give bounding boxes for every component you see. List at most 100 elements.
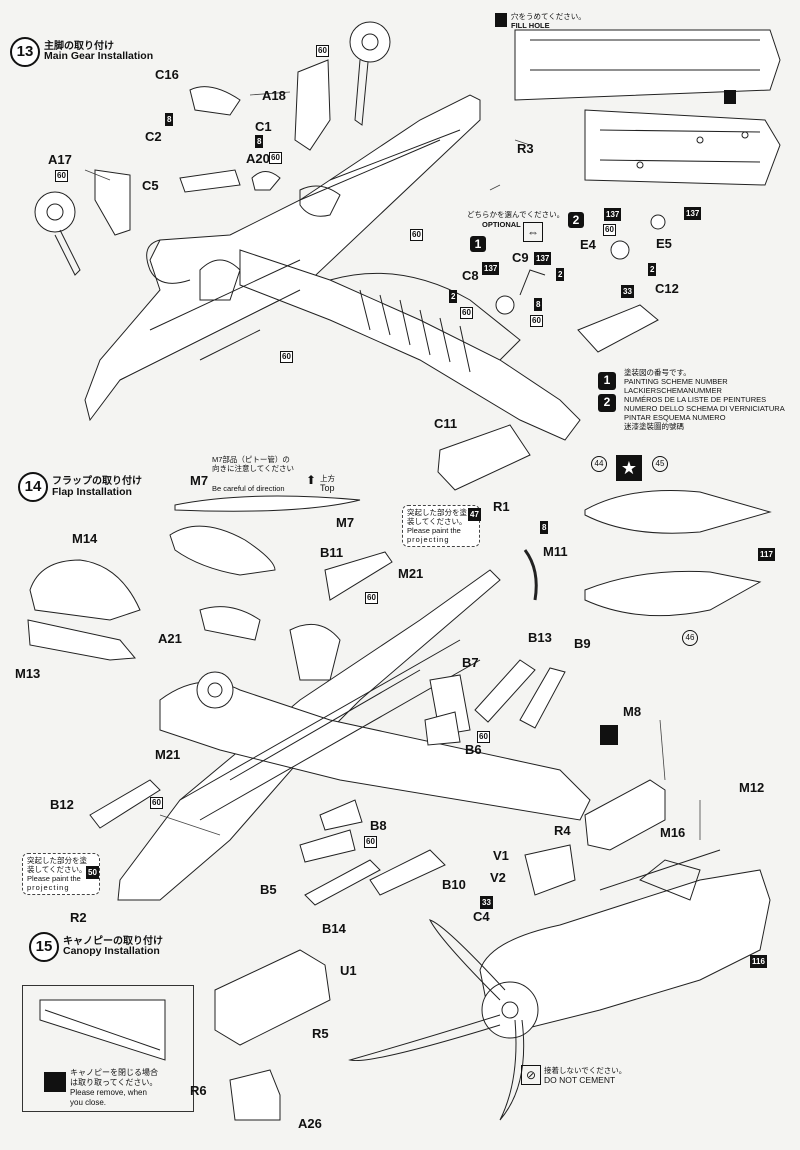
part-m21-b: M21: [155, 747, 181, 762]
part-m7-b: M7: [336, 515, 355, 530]
color-box: 8: [255, 135, 264, 148]
part-b9: B9: [574, 636, 591, 651]
color-box: 60: [530, 315, 543, 327]
m7-note-en: Be careful of direction: [212, 484, 285, 493]
decal-number: 46: [682, 630, 698, 646]
arrow-up-icon: ⬆: [306, 473, 317, 487]
canopy-note-en1: Please remove, when: [70, 1088, 147, 1097]
canopy-inset: [22, 985, 194, 1112]
decal-number: 44: [591, 456, 607, 472]
star-icon: ★: [616, 455, 642, 481]
scheme-1-badge: 1: [598, 372, 616, 390]
part-r5: R5: [312, 1026, 329, 1041]
part-e5: E5: [656, 236, 672, 251]
option-2-badge: 2: [568, 212, 584, 228]
leader-lines: [84, 91, 701, 840]
part-a21: A21: [158, 631, 182, 646]
part-c8: C8: [462, 268, 479, 283]
do-not-cement-jp: 接着しないでください。: [544, 1066, 627, 1075]
color-box: 60: [603, 224, 616, 236]
color-box: 60: [410, 229, 423, 241]
color-box: 60: [364, 836, 377, 848]
callout-50-en1: Please paint the: [27, 874, 81, 883]
canopy-note-jp1: キャノピーを閉じる場合: [70, 1068, 158, 1077]
callout-47-en1: Please paint the: [407, 526, 461, 535]
m7-top-en: Top: [320, 483, 335, 493]
part-m14: M14: [72, 531, 98, 546]
scheme-jp: 塗装図の番号です。: [624, 368, 691, 377]
step-14-badge: 14: [18, 472, 48, 502]
color-box: 33: [480, 896, 493, 909]
inset-canopy-frame: [39, 999, 166, 1061]
step-14-title-en: Flap Installation: [52, 486, 132, 498]
part-c12: C12: [655, 281, 679, 296]
part-m16: M16: [660, 825, 686, 840]
optional-en: OPTIONAL: [482, 220, 521, 229]
part-m13: M13: [15, 666, 41, 681]
part-c5: C5: [142, 178, 159, 193]
do-not-cement-en: DO NOT CEMENT: [544, 1075, 616, 1085]
scheme-line-3: NUMERO DELLO SCHEMA DI VERNICIATURA: [624, 404, 785, 413]
part-r6: R6: [190, 1083, 207, 1098]
callout-50-jp1: 突起した部分を塗: [27, 856, 87, 865]
step-15-badge: 15: [29, 932, 59, 962]
color-box: 137: [534, 252, 552, 265]
callout-50-en2: projecting: [27, 883, 70, 892]
color-box: 137: [482, 262, 500, 275]
color-box: 8: [534, 298, 543, 311]
color-47-box: 47: [468, 508, 481, 521]
scheme-line-2: NUMÉROS DE LA LISTE DE PEINTURES: [624, 395, 767, 404]
step-13-badge: 13: [10, 37, 40, 67]
canopy-note-en2: you close.: [70, 1098, 107, 1107]
step14-aircraft: [27, 495, 591, 906]
callout-47: 突起した部分を塗 装してください。 Please paint the proje…: [402, 505, 480, 547]
part-b10: B10: [442, 877, 466, 892]
part-c16: C16: [155, 67, 179, 82]
decal-number: 45: [652, 456, 668, 472]
part-b5: B5: [260, 882, 277, 897]
color-box: 2: [449, 290, 458, 303]
cement-icon: [600, 725, 618, 745]
part-m12: M12: [739, 780, 765, 795]
color-box: 60: [477, 731, 490, 743]
part-m7-a: M7: [190, 473, 209, 488]
optional-jp: どちらかを選んでください。: [467, 210, 565, 219]
color-box: 8: [540, 521, 549, 534]
part-a18: A18: [262, 88, 286, 103]
part-r1: R1: [493, 499, 510, 514]
callout-47-en2: projecting: [407, 535, 450, 544]
callout-47-jp2: 装してください。: [407, 517, 467, 526]
part-b8: B8: [370, 818, 387, 833]
fill-hole-en: FILL HOLE: [511, 21, 550, 30]
part-v2: V2: [490, 870, 506, 885]
part-a20: A20: [246, 151, 270, 166]
step-13-title-jp: 主脚の取り付け: [44, 41, 114, 52]
part-b11: B11: [320, 545, 344, 560]
scheme-line-1: LACKIERSCHEMANUMMER: [624, 386, 722, 395]
callout-47-jp1: 突起した部分を塗: [407, 508, 467, 517]
color-box: 137: [604, 208, 622, 221]
fill-hole-icon-2: [724, 90, 736, 104]
scheme-line-4: PINTAR ESQUEMA NUMERO: [624, 413, 726, 422]
canopy-note-jp2: は取り取ってください。: [70, 1078, 158, 1087]
step15-aircraft: [214, 779, 771, 1121]
part-b6: B6: [465, 742, 482, 757]
color-box: 2: [556, 268, 565, 281]
part-c2: C2: [145, 129, 162, 144]
step-14-title-jp: フラップの取り付け: [52, 476, 142, 487]
color-50-box: 50: [86, 866, 99, 879]
remove-icon: [44, 1072, 66, 1092]
part-b7: B7: [462, 655, 479, 670]
color-box: 60: [269, 152, 282, 164]
part-c1: C1: [255, 119, 272, 134]
part-a17: A17: [48, 152, 72, 167]
fill-hole-insets: [514, 29, 781, 186]
part-b14: B14: [322, 921, 346, 936]
part-c11: C11: [434, 416, 458, 431]
part-v1: V1: [493, 848, 509, 863]
color-box: 60: [150, 797, 163, 809]
color-box: 117: [758, 548, 775, 561]
step-15-title-jp: キャノピーの取り付け: [63, 936, 163, 947]
scheme-line-5: 迷漆塗裝圖的號碼: [624, 422, 684, 431]
